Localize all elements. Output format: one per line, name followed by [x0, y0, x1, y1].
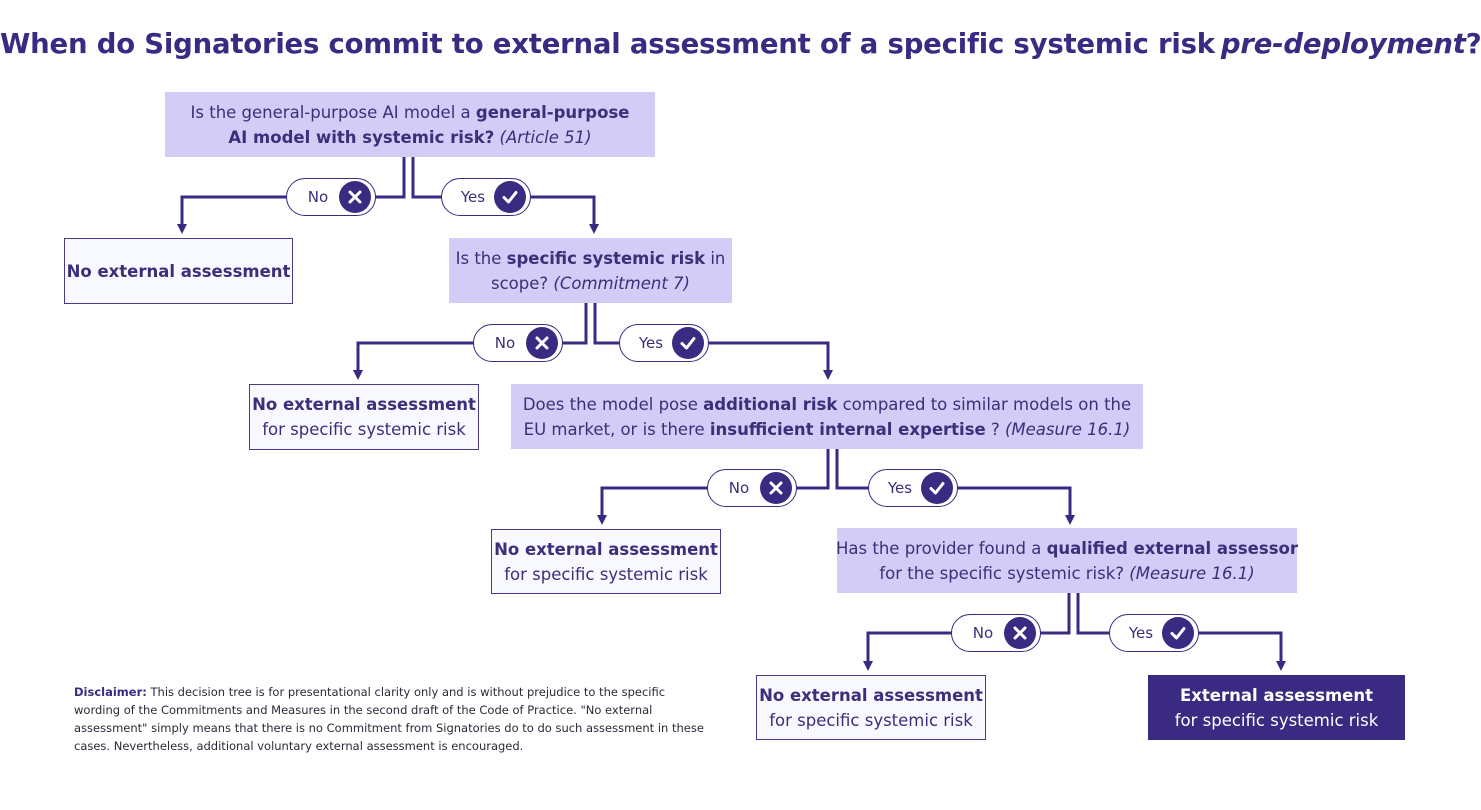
x-circle-icon — [760, 472, 792, 504]
question-additional-risk: Does the model pose additional risk comp… — [511, 384, 1143, 449]
q3-yes-pill: Yes — [868, 469, 958, 507]
q4-no-pill: No — [951, 614, 1041, 652]
outcome-no-assessment-no-additional-risk: No external assessment for specific syst… — [491, 529, 721, 594]
check-circle-icon — [494, 181, 526, 213]
x-circle-icon — [1004, 617, 1036, 649]
question-risk-in-scope: Is the specific systemic risk in scope? … — [449, 238, 732, 303]
disclaimer: Disclaimer: This decision tree is for pr… — [74, 685, 704, 753]
outcome-no-assessment-risk-not-in-scope: No external assessment for specific syst… — [249, 384, 479, 450]
check-circle-icon — [1162, 617, 1194, 649]
x-circle-icon — [339, 181, 371, 213]
q2-no-connector — [353, 303, 588, 380]
q2-yes-connector — [593, 303, 833, 380]
question-systemic-risk-model: Is the general-purpose AI model a genera… — [165, 92, 655, 157]
outcome-external-assessment: External assessment for specific systemi… — [1148, 675, 1405, 740]
q1-no-pill: No — [286, 178, 376, 216]
check-circle-icon — [921, 472, 953, 504]
page-title: When do Signatories commit to external a… — [0, 28, 1481, 60]
check-circle-icon — [672, 327, 704, 359]
outcome-no-assessment-no-assessor: No external assessment for specific syst… — [756, 675, 986, 740]
outcome-no-external-assessment: No external assessment — [64, 238, 293, 304]
x-circle-icon — [526, 327, 558, 359]
q4-yes-pill: Yes — [1109, 614, 1199, 652]
q3-no-pill: No — [707, 469, 797, 507]
q2-no-pill: No — [473, 324, 563, 362]
question-qualified-assessor: Has the provider found a qualified exter… — [836, 528, 1298, 593]
q1-yes-pill: Yes — [441, 178, 531, 216]
q2-yes-pill: Yes — [619, 324, 709, 362]
